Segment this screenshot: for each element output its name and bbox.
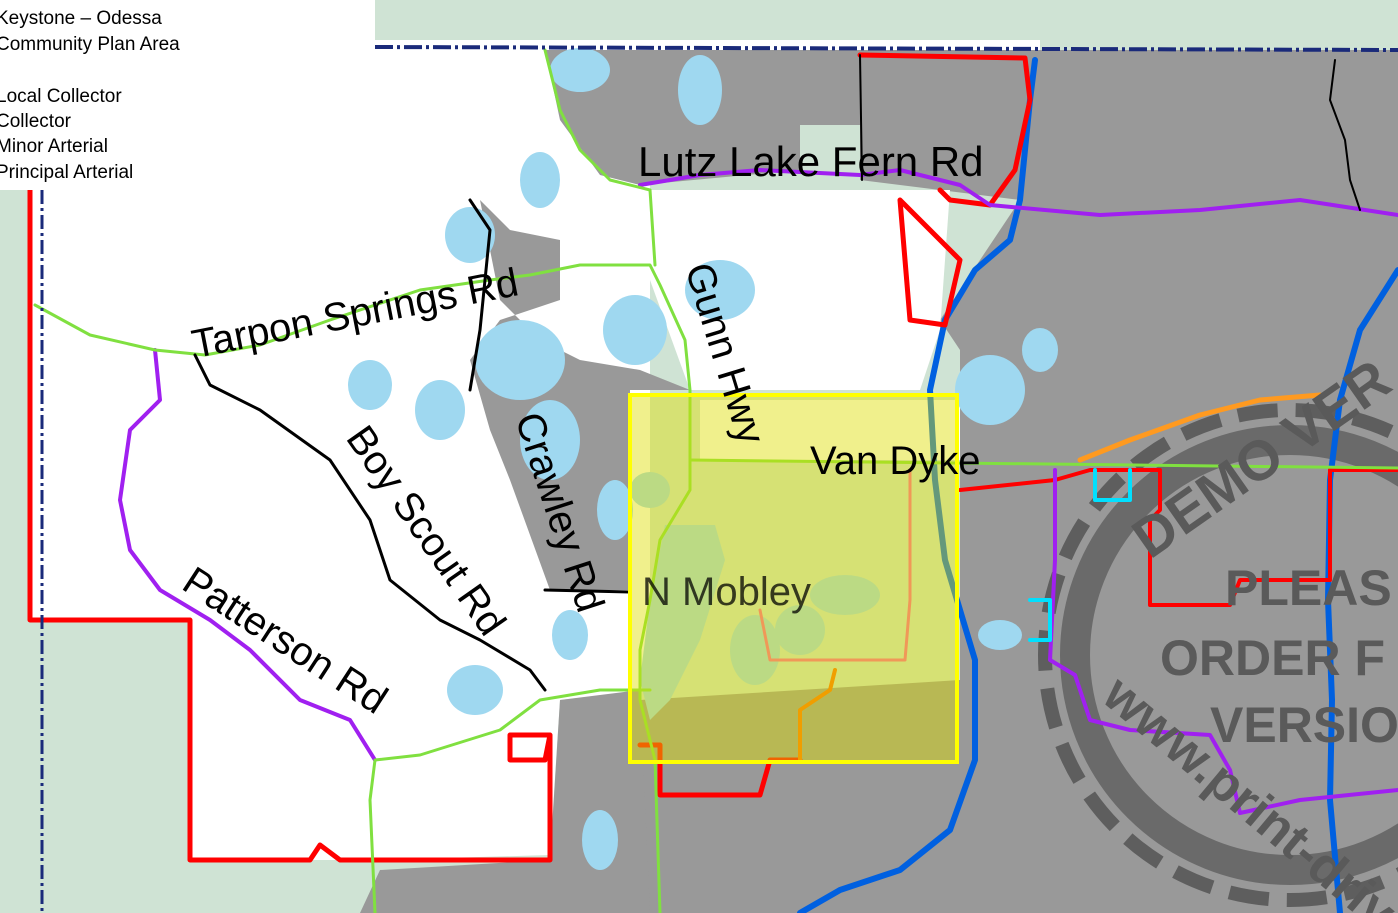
road-principal-arterial — [897, 197, 963, 328]
watermark-line-3: VERSIO — [1210, 697, 1398, 753]
road-collector — [468, 198, 492, 392]
developed-area-east — [620, 50, 1398, 913]
lake — [520, 400, 580, 480]
lake — [640, 525, 725, 720]
county-boundary — [374, 45, 1398, 52]
road-collector — [193, 353, 547, 692]
lake — [348, 360, 392, 410]
watermark-line-1: PLEAS — [1225, 560, 1392, 616]
road-pink — [758, 468, 912, 662]
lake — [775, 605, 825, 655]
open-parcel-north — [650, 190, 950, 390]
lake — [603, 295, 667, 365]
lake — [550, 48, 610, 92]
road-orange — [1077, 392, 1323, 463]
lake — [1022, 328, 1058, 372]
legend-item-local-collector: Local Collector — [0, 86, 122, 107]
developed-area-south — [360, 690, 650, 913]
road-minor-arterial — [118, 348, 377, 762]
legend-item-collector: Collector — [0, 111, 71, 132]
legend-title-line-2: Community Plan Area — [0, 34, 180, 55]
lake — [520, 152, 560, 208]
legend-item-principal-arterial: Principal Arterial — [0, 162, 134, 183]
road-local-collector — [33, 263, 692, 462]
lake — [978, 620, 1022, 650]
road-principal-arterial — [857, 52, 1033, 208]
lake — [415, 380, 465, 440]
road-collector — [859, 54, 863, 181]
lake — [552, 610, 588, 660]
lake — [730, 615, 780, 685]
label-n-mobley: N Mobley — [642, 570, 811, 614]
open-parcel — [700, 400, 960, 460]
road-cyan — [1093, 468, 1132, 502]
lake — [685, 260, 755, 320]
road-minor-arterial — [638, 168, 1398, 217]
road-cyan — [1028, 598, 1052, 642]
lake — [475, 320, 565, 400]
lake — [447, 665, 503, 715]
road-collector — [1329, 59, 1361, 211]
road-local-collector — [543, 48, 652, 192]
highlighted-study-area — [628, 393, 959, 764]
road-orange — [798, 668, 837, 762]
lake — [597, 480, 633, 540]
lake — [955, 355, 1025, 425]
road-local-collector — [368, 688, 652, 913]
map-legend: Keystone – Odessa Community Plan Area Lo… — [0, 0, 375, 190]
road-collector — [543, 588, 632, 594]
watermark-line-2: ORDER F — [1160, 630, 1385, 686]
road-principal-arterial — [27, 187, 553, 863]
lake — [630, 472, 670, 508]
road-local-collector — [688, 458, 1398, 470]
demo-watermark-gear — [1038, 403, 1398, 907]
label-van-dyke: Van Dyke — [810, 439, 980, 483]
road-principal-arterial — [958, 468, 1398, 607]
lake — [810, 575, 880, 615]
developed-area-center — [470, 200, 690, 590]
road-local-collector — [648, 188, 657, 267]
legend-item-minor-arterial: Minor Arterial — [0, 136, 108, 157]
road-highway — [797, 57, 1038, 913]
lake — [678, 55, 722, 125]
legend-title-line-1: Keystone – Odessa — [0, 8, 162, 29]
label-lutz-lake-fern-rd: Lutz Lake Fern Rd — [638, 138, 984, 185]
road-local-collector — [638, 458, 692, 913]
lakes — [348, 48, 1058, 870]
lake — [582, 810, 618, 870]
